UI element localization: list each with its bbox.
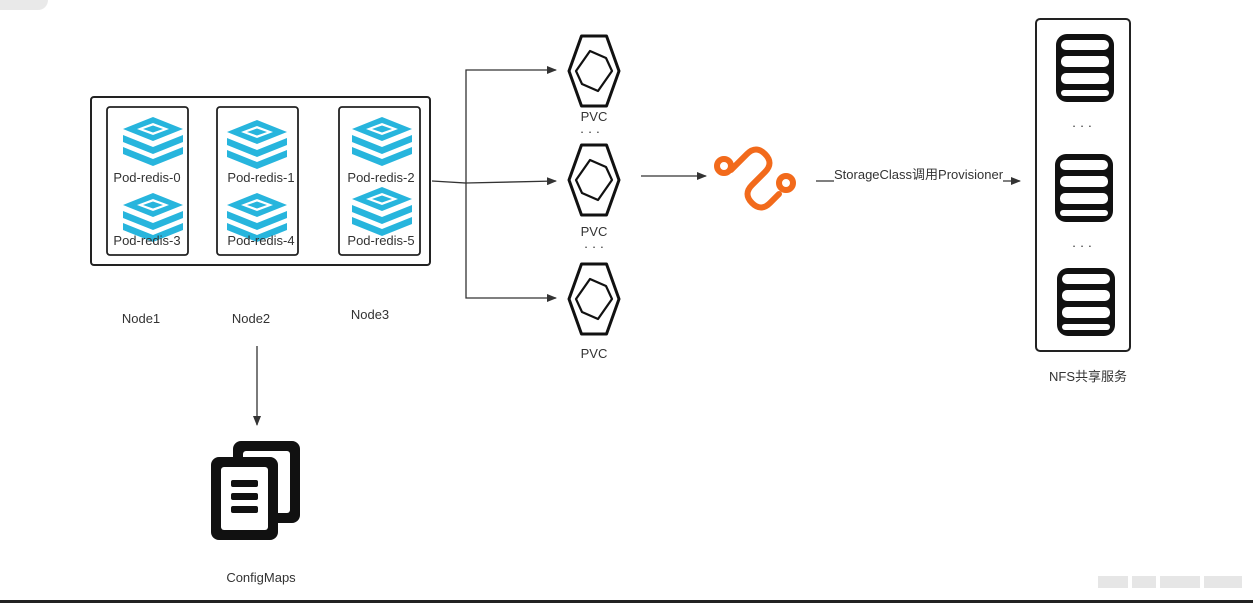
pvc-label-top: PVC <box>580 109 608 124</box>
pod-label-3: Pod-redis-3 <box>113 233 181 248</box>
node2-box <box>216 106 299 256</box>
connector-to-pvc-top <box>431 66 557 184</box>
node3-box <box>338 106 421 256</box>
pod-label-2: Pod-redis-2 <box>347 170 415 185</box>
configmaps-label: ConfigMaps <box>226 570 296 585</box>
nfs-ellipsis-bottom: · · · <box>1071 238 1093 253</box>
node-label-3: Node3 <box>350 307 390 322</box>
pvc-icon-bottom <box>567 262 621 336</box>
watermark-blur <box>1098 575 1248 591</box>
database-icon-bottom <box>1057 268 1115 336</box>
provisioner-icon <box>714 146 796 211</box>
connector-to-pvc-bottom <box>465 183 557 302</box>
pvc-ellipsis-top: · · · <box>579 124 601 139</box>
pod-label-0: Pod-redis-0 <box>113 170 181 185</box>
pvc-label-mid: PVC <box>580 224 608 239</box>
bottom-border <box>0 600 1253 603</box>
storageclass-label: StorageClass调用Provisioner <box>834 164 1004 183</box>
pod-label-5: Pod-redis-5 <box>347 233 415 248</box>
pvc-label-bottom: PVC <box>580 346 608 361</box>
pvc-icon-mid <box>567 143 621 217</box>
node1-box <box>106 106 189 256</box>
pvc-icon-top <box>567 34 621 108</box>
nfs-label: NFS共享服务 <box>1048 369 1128 384</box>
connector-to-pvc-mid <box>465 177 557 186</box>
pvc-ellipsis-mid: · · · <box>583 239 605 254</box>
top-left-blur <box>0 0 48 10</box>
node-label-1: Node1 <box>121 311 161 326</box>
node-label-2: Node2 <box>231 311 271 326</box>
database-icon-top <box>1056 34 1114 102</box>
pod-label-4: Pod-redis-4 <box>227 233 295 248</box>
nfs-ellipsis-top: · · · <box>1071 118 1093 133</box>
configmaps-icon <box>211 441 300 540</box>
database-icon-mid <box>1055 154 1113 222</box>
pod-label-1: Pod-redis-1 <box>227 170 295 185</box>
